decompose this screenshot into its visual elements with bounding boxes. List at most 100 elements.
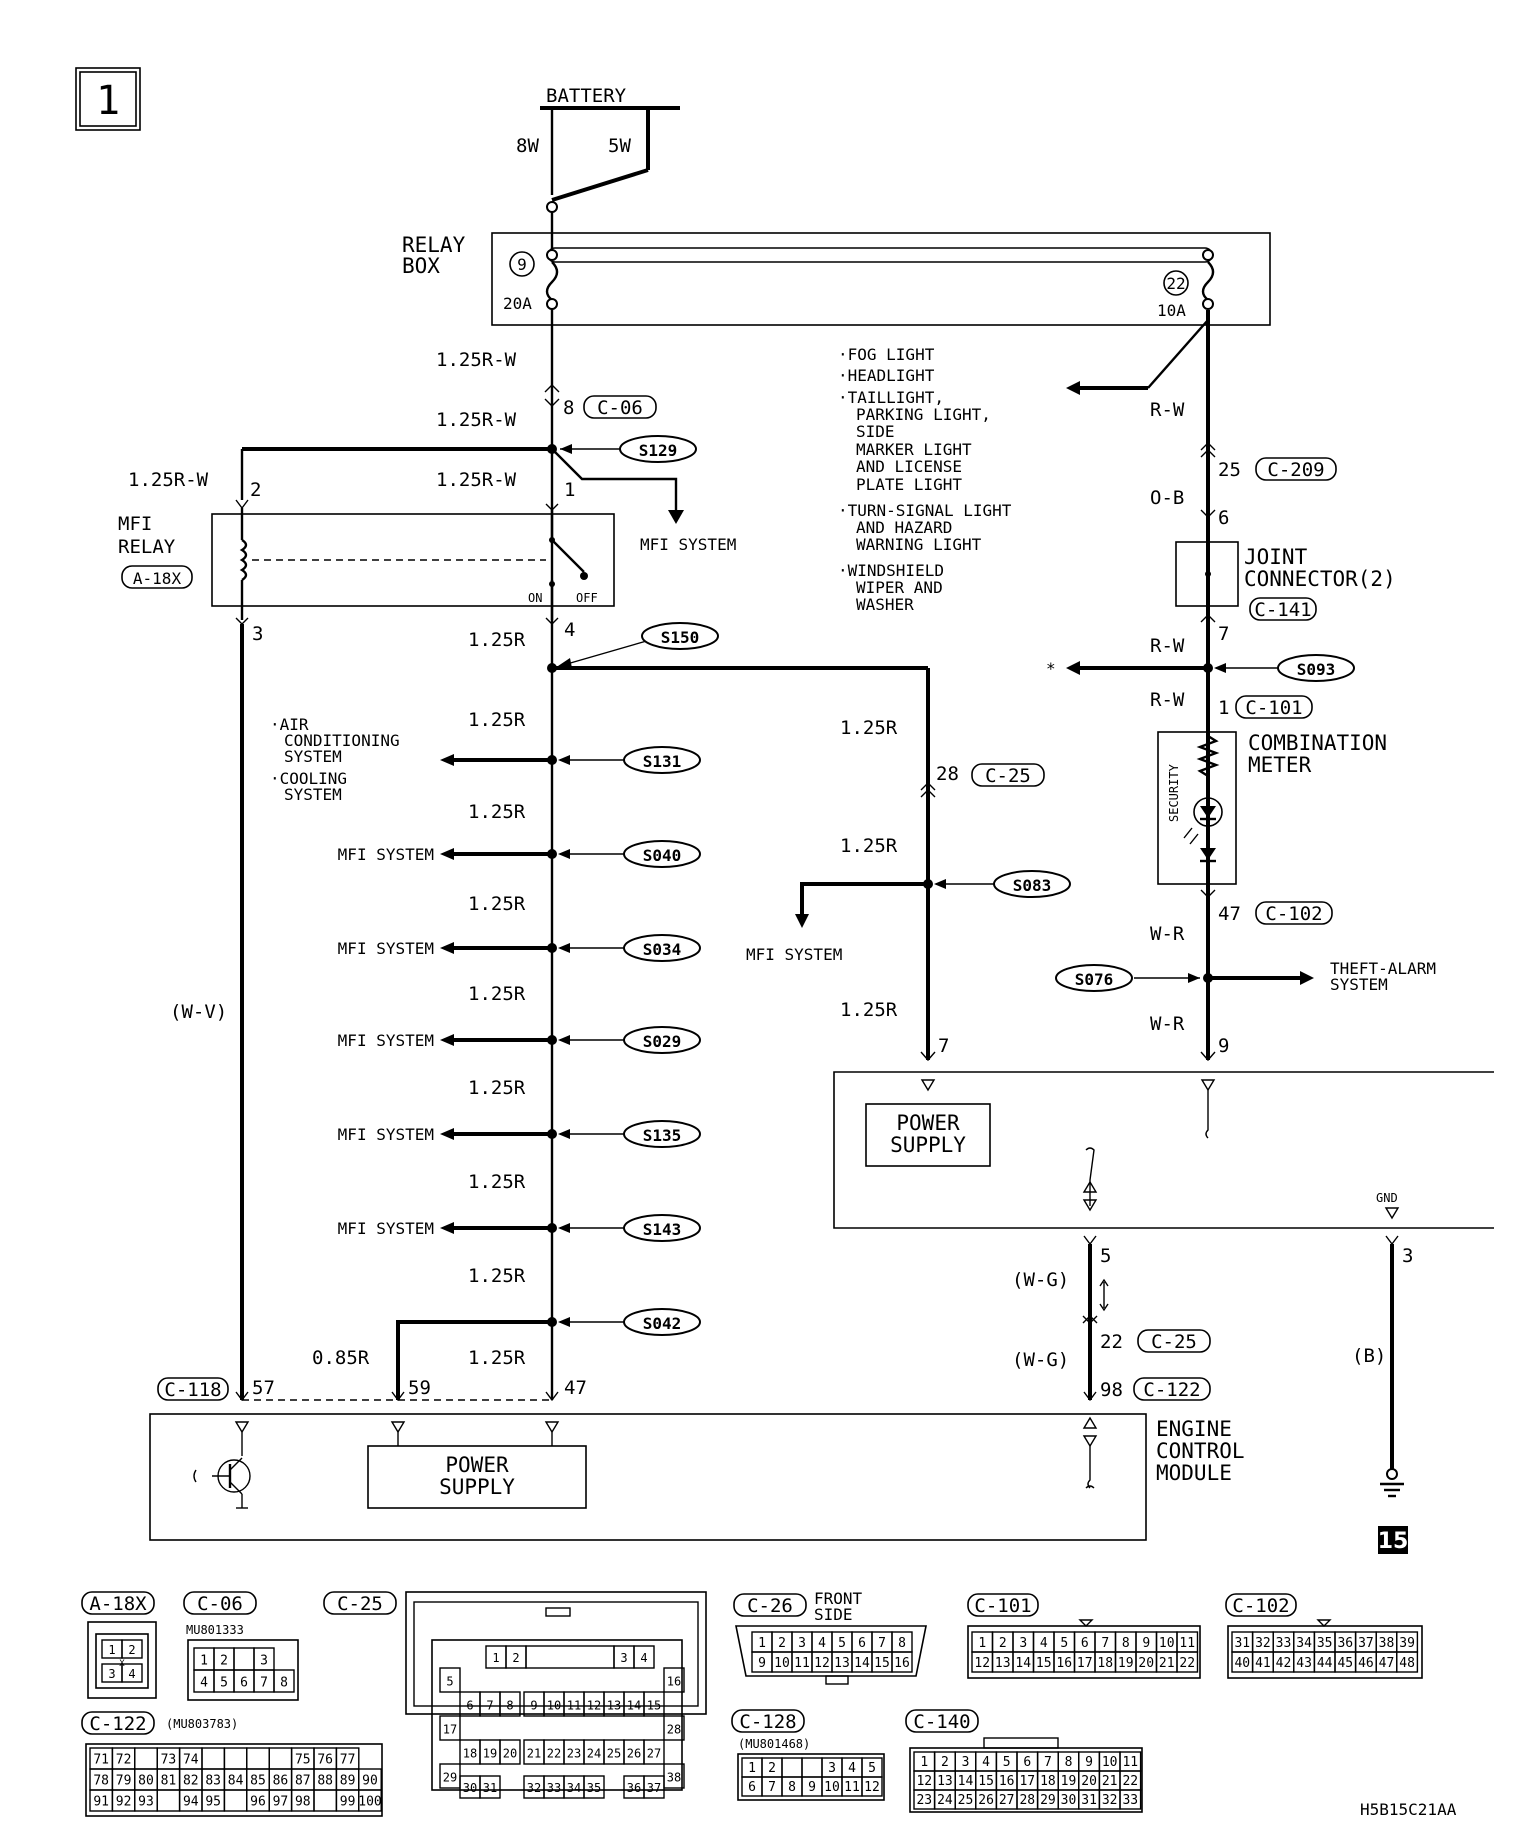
pin-cell xyxy=(268,1747,293,1770)
pin-number: 88 xyxy=(317,1774,333,1789)
pin-c06: 8 xyxy=(563,397,574,419)
pin-number: 20 xyxy=(1081,1774,1097,1789)
pin-number: 3 xyxy=(1019,1636,1027,1651)
c06-label: C-06 xyxy=(197,1593,243,1615)
ecm-ps-1: POWER xyxy=(445,1453,509,1477)
security-label: SECURITY xyxy=(1167,763,1181,822)
pin-number: 33 xyxy=(1122,1793,1138,1808)
pin-number: 8 xyxy=(280,1675,288,1690)
pin-number: 2 xyxy=(512,1651,519,1665)
pin-cell xyxy=(134,1747,158,1770)
pin-number: 31 xyxy=(1234,1636,1250,1651)
wire-ob: O-B xyxy=(1150,487,1184,509)
pin-number: 18 xyxy=(463,1746,477,1760)
mfi-system-center: MFI SYSTEM xyxy=(746,945,842,964)
wire-to-ecm: 1.25R xyxy=(468,1347,526,1369)
pin-number: 10 xyxy=(1102,1755,1118,1770)
meter-ps-1: POWER xyxy=(896,1111,960,1135)
ecm-label-1: ENGINE xyxy=(1156,1417,1232,1441)
pin-number: 5 xyxy=(1060,1636,1068,1651)
wire-main-2: 1.25R-W xyxy=(436,409,517,431)
pin-number: 5 xyxy=(220,1675,228,1690)
pin-number: 10 xyxy=(824,1780,840,1795)
pin-cell xyxy=(1176,1651,1199,1673)
pin-number: 15 xyxy=(647,1698,661,1712)
pin-number: 22 xyxy=(1179,1656,1195,1671)
pin-number: 16 xyxy=(999,1774,1015,1789)
pin-number: 33 xyxy=(1276,1636,1292,1651)
pin-switch-in: 1 xyxy=(564,479,575,501)
splice-s150: S150 xyxy=(661,628,700,647)
splice-oval xyxy=(623,1214,701,1242)
conn-c141: C-141 xyxy=(1254,599,1311,621)
pin-number: 10 xyxy=(1159,1636,1175,1651)
splice-label: S042 xyxy=(643,1314,682,1333)
pin-number: 1 xyxy=(920,1755,928,1770)
feed-destination: MFI SYSTEM xyxy=(338,845,434,864)
wire-b: (B) xyxy=(1352,1345,1386,1367)
pin-number: 11 xyxy=(1122,1755,1138,1770)
splice-arrow xyxy=(558,943,570,953)
pin-number: 15 xyxy=(1036,1656,1052,1671)
fuse-22-rating: 10A xyxy=(1157,301,1186,320)
pin-cell xyxy=(1396,1651,1419,1673)
conn-c118: C-118 xyxy=(164,1379,221,1401)
pin-number: 30 xyxy=(1061,1793,1077,1808)
pin-cell xyxy=(801,1757,823,1778)
pin-number: 28 xyxy=(667,1722,681,1736)
splice-arrow xyxy=(558,1317,570,1327)
pin-number: 78 xyxy=(93,1774,109,1789)
center-branch: 1.25R 28 C-25 1.25R S083 MFI SYSTEM 1.25… xyxy=(746,717,1071,1062)
splice-arrow xyxy=(558,1223,570,1233)
pin-number: 21 xyxy=(1159,1656,1175,1671)
load-6: AND LICENSE xyxy=(856,457,962,476)
pin-number: 8 xyxy=(506,1698,513,1712)
pin-cell xyxy=(643,1775,665,1799)
pin-number: 95 xyxy=(205,1795,221,1810)
pin-jc-out: 7 xyxy=(1218,623,1229,645)
pin-number: 27 xyxy=(647,1746,661,1760)
pin-number: 35 xyxy=(1317,1636,1333,1651)
pin-meter-9: 9 xyxy=(1218,1035,1229,1057)
pin-number: 25 xyxy=(958,1793,974,1808)
pin-number: 6 xyxy=(748,1780,756,1795)
pin-cell xyxy=(233,1647,255,1671)
pin-number: 6 xyxy=(858,1636,866,1651)
pin-cell xyxy=(313,1789,338,1812)
pin-number: 23 xyxy=(567,1746,581,1760)
pin-number: 82 xyxy=(183,1774,199,1789)
load-9: AND HAZARD xyxy=(856,518,952,537)
pin-number: 27 xyxy=(999,1793,1015,1808)
mfi-system-top-1: MFI SYSTEM xyxy=(640,535,736,554)
meter-block: POWER SUPPLY GND 5 (W-G) 22 C-25 (W-G) 9… xyxy=(833,1071,1494,1554)
wire-wr-1: W-R xyxy=(1150,923,1185,945)
a18x-pin-4: 4 xyxy=(128,1667,135,1681)
splice-arrow xyxy=(558,755,570,765)
pin-number: 22 xyxy=(547,1746,561,1760)
pin-number: 12 xyxy=(814,1656,830,1671)
splice-oval xyxy=(623,1120,701,1148)
meter-label-2: METER xyxy=(1248,753,1312,777)
pin-number: 40 xyxy=(1234,1656,1250,1671)
splice-label: S143 xyxy=(643,1220,682,1239)
pin-number: 80 xyxy=(138,1774,154,1789)
conn-c101-label: C-101 xyxy=(1245,697,1302,719)
drawing-code: H5B15C21AA xyxy=(1360,1800,1457,1819)
pin-number: 32 xyxy=(1102,1793,1118,1808)
feed-arrow xyxy=(440,848,454,860)
splice-oval xyxy=(623,840,701,868)
battery-label: BATTERY xyxy=(546,85,627,107)
c26-note-2: SIDE xyxy=(814,1605,853,1624)
pin-jc-in: 6 xyxy=(1218,507,1229,529)
splice-oval xyxy=(623,934,701,962)
wire-wg-1: (W-G) xyxy=(1012,1269,1069,1291)
wire-085r: 0.85R xyxy=(312,1347,370,1369)
c26-label: C-26 xyxy=(747,1595,793,1617)
page-number-box: 1 xyxy=(75,67,141,131)
